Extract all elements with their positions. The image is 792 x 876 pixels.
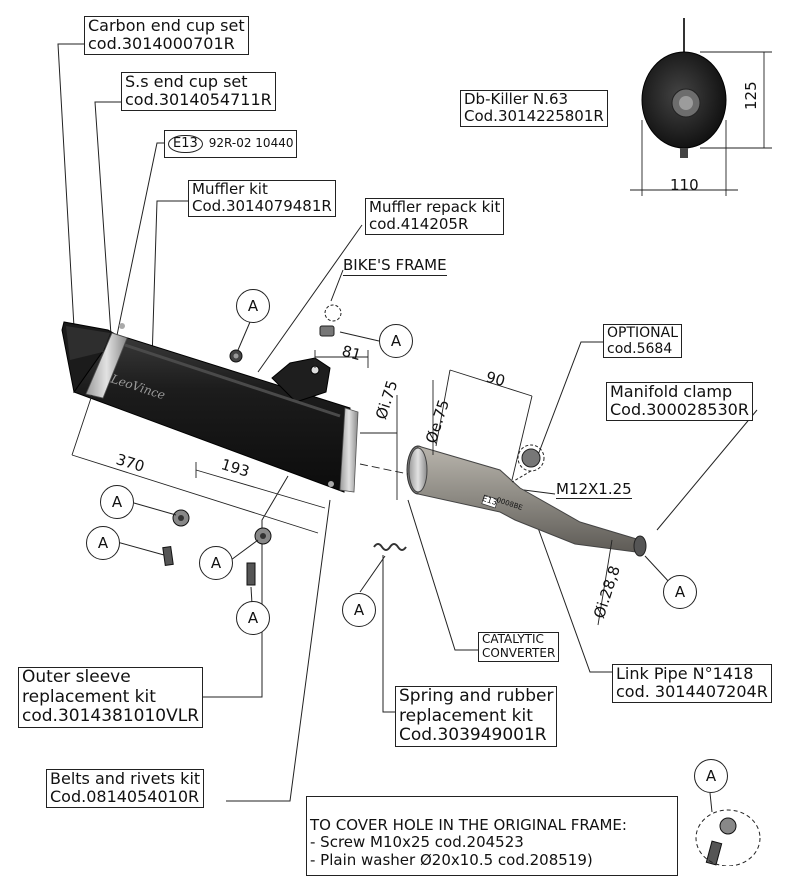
dim-110: 110 — [670, 176, 699, 194]
callout-a-4: A — [86, 526, 120, 560]
callout-a-5: A — [199, 546, 233, 580]
label-bikes-frame: BIKE'S FRAME — [343, 256, 447, 276]
link-pipe — [406, 444, 647, 557]
e13-mark: E13 — [168, 134, 203, 154]
callout-a-9: A — [694, 759, 728, 793]
callout-a-1: A — [236, 289, 270, 323]
dim-125: 125 — [742, 81, 760, 110]
hardware — [162, 304, 761, 866]
label-cover-hole: TO COVER HOLE IN THE ORIGINAL FRAME:- Sc… — [306, 796, 678, 876]
callout-a-7: A — [342, 593, 376, 627]
muffler-body — [61, 321, 359, 493]
label-thread: M12X1.25 — [556, 480, 632, 499]
callout-a-3: A — [100, 485, 134, 519]
callout-a-6: A — [236, 601, 270, 635]
db-killer — [641, 18, 727, 158]
bubble-connectors — [116, 321, 713, 813]
label-homologation: E13 92R-02 10440 — [164, 130, 297, 158]
callout-a-8: A — [663, 575, 697, 609]
dimension-lines — [71, 51, 772, 626]
callout-a-2: A — [379, 324, 413, 358]
